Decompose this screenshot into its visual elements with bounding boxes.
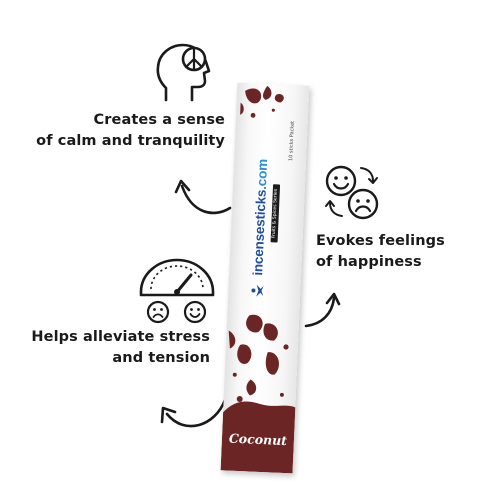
packet-splash-pattern: [220, 85, 296, 474]
happy-sad-faces-icon: [325, 165, 379, 220]
curved-arrow-icon: [304, 292, 341, 328]
stress-benefit-caption: Helps alleviate stress and tension: [12, 327, 210, 369]
brand-block: incensesticks.com: [246, 159, 271, 298]
incense-packet: 10 sticks Packet Fruits & Spices Series …: [220, 82, 310, 474]
stress-gauge-icon: [139, 258, 215, 324]
curved-arrow-icon: [174, 179, 232, 215]
calm-caption-line1: Creates a sense: [93, 112, 225, 128]
lotus-figure-logo: [250, 284, 264, 297]
curved-arrow-icon: [160, 398, 227, 428]
brand-name-suffix: .com: [253, 158, 271, 191]
flavor-label: Coconut: [228, 430, 288, 449]
calm-caption-line2: of calm and tranquility: [36, 133, 225, 149]
brand-name-main: incensesticks: [250, 189, 269, 276]
happiness-benefit-caption: Evokes feelings of happiness: [316, 231, 486, 273]
head-with-peace-sign-icon: [156, 43, 211, 102]
stress-caption-line1: Helps alleviate stress: [31, 329, 210, 345]
calm-benefit-caption: Creates a sense of calm and tranquility: [15, 110, 225, 152]
stress-caption-line2: and tension: [112, 350, 210, 366]
happiness-caption-line2: of happiness: [316, 254, 422, 270]
happiness-caption-line1: Evokes feelings: [316, 233, 445, 249]
